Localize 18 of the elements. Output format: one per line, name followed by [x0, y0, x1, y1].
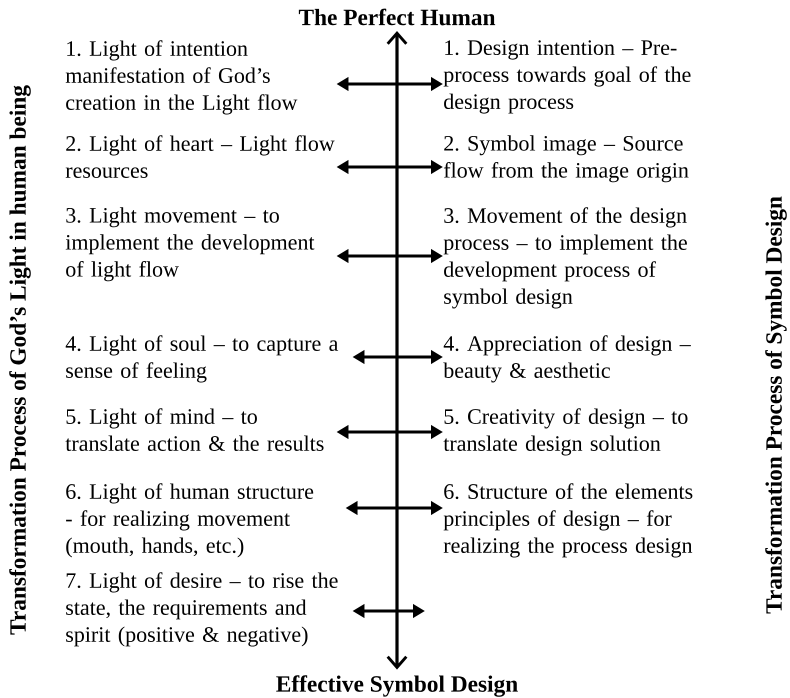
- side-label: Transformation Process of God’s Light in human being: [9, 85, 31, 635]
- item-text: 3. Light movement – to implement the development of light flow: [66, 207, 314, 282]
- item-text: 2. Symbol image – Source flow from the image origin: [444, 135, 689, 182]
- item-text: 3. Movement of the design process – to implement the development process of symbol design: [444, 207, 687, 308]
- axis-arrow: [386, 30, 408, 670]
- item-text: 4. Appreciation of design – beauty & aesthetic: [443, 335, 691, 382]
- item-text: 5. Creativity of design – to translate design solution: [443, 408, 688, 456]
- item-text: 1. Light of intention manifestation of God’s creation in the Light flow: [66, 40, 298, 114]
- item-text: 6. Structure of the elements principles of design – for realizing the process design: [444, 483, 692, 558]
- side-label: Transformation Process of Symbol Design: [765, 196, 787, 614]
- item-text: 2. Light of heart – Light flow resources: [66, 135, 335, 178]
- item-text: 1. Design intention – Pre-process towards goal of the design process: [444, 40, 691, 114]
- item-text: 7. Light of desire – to rise the state, the requirements and spirit (positive & negative): [66, 572, 338, 646]
- item-text: 4. Light of soul – to capture a sense of feeling: [66, 335, 338, 382]
- item-text: 6. Light of human structure - for realizing movement (mouth, hands, etc.): [66, 483, 314, 558]
- item-text: 5. Light of mind – to translate action & the results: [65, 408, 324, 451]
- heading: The Perfect Human: [298, 8, 496, 26]
- heading: Effective Symbol Design: [276, 675, 518, 697]
